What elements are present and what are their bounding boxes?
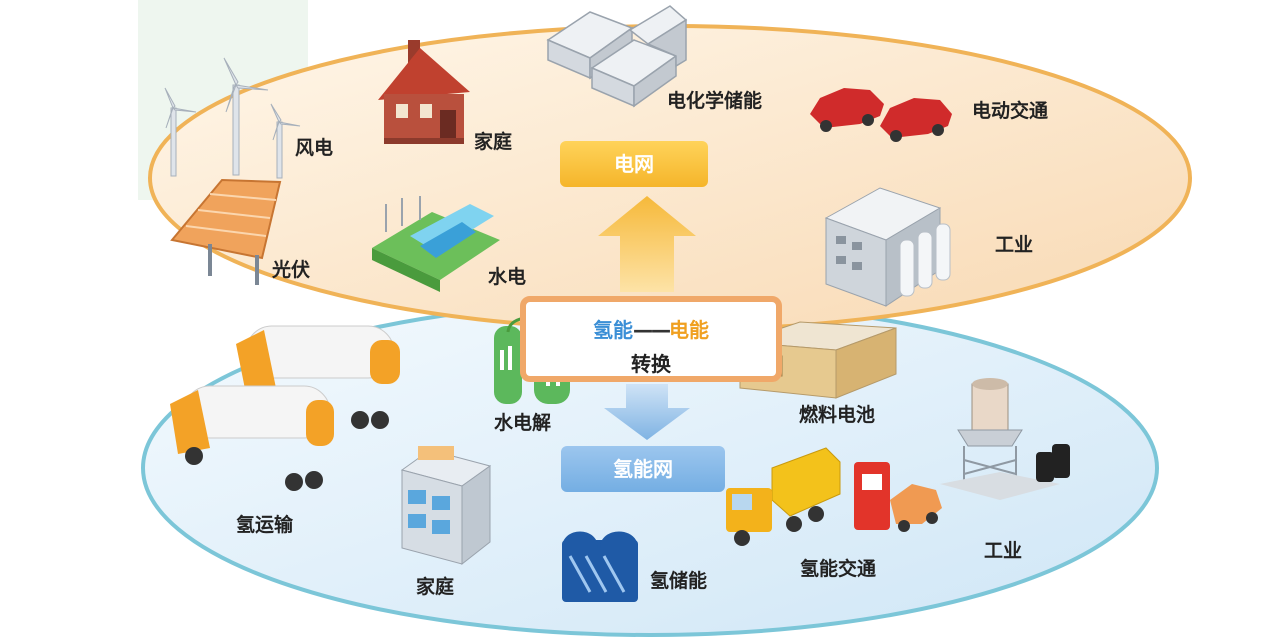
house-icon [378,40,470,144]
battery-storage-icon [546,5,688,108]
label-industry-lower: 工业 [984,540,1023,562]
conversion-dash: —— [633,318,671,342]
electric-energy-text: 电能 [669,318,709,342]
label-home-upper: 家庭 [474,131,513,153]
hydrogen-grid-box: 氢能网 [561,446,725,492]
conversion-box: 氢能——电能 转换 [520,296,782,382]
hydrogen-tanker-truck-icon [170,325,400,491]
label-solar: 光伏 [272,259,311,281]
label-fuel-cell: 燃料电池 [799,404,876,426]
industrial-plant-icon [940,378,1070,500]
hydrogen-storage-icon [562,531,638,602]
label-electrolysis: 水电解 [494,412,552,434]
label-battery-storage: 电化学储能 [667,90,763,112]
label-industry-upper: 工业 [995,234,1034,256]
solar-panel-icon [170,178,282,285]
arrow-down-icon [604,384,690,440]
building-icon [400,446,492,566]
wind-turbine-icon [164,57,301,179]
conversion-label: 转换 [631,352,671,376]
label-hydrogen-traffic: 氢能交通 [800,558,877,580]
label-home-lower: 家庭 [416,576,455,598]
hydropower-icon [372,196,500,292]
label-hydrogen-storage: 氢储能 [650,570,708,592]
arrow-up-icon [598,196,696,292]
power-grid-box: 电网 [560,141,708,187]
label-wind-power: 风电 [295,137,334,159]
factory-icon [824,187,951,307]
electric-car-icon [810,88,952,142]
hydrogen-truck-icon [726,447,841,546]
label-hydrogen-transport: 氢运输 [236,514,294,536]
hydrogen-energy-text: 氢能 [593,318,633,342]
conversion-title: 氢能——电能 [526,314,776,343]
label-hydropower: 水电 [488,266,527,288]
label-electric-transport: 电动交通 [972,100,1049,122]
hydrogen-station-icon [854,462,942,532]
